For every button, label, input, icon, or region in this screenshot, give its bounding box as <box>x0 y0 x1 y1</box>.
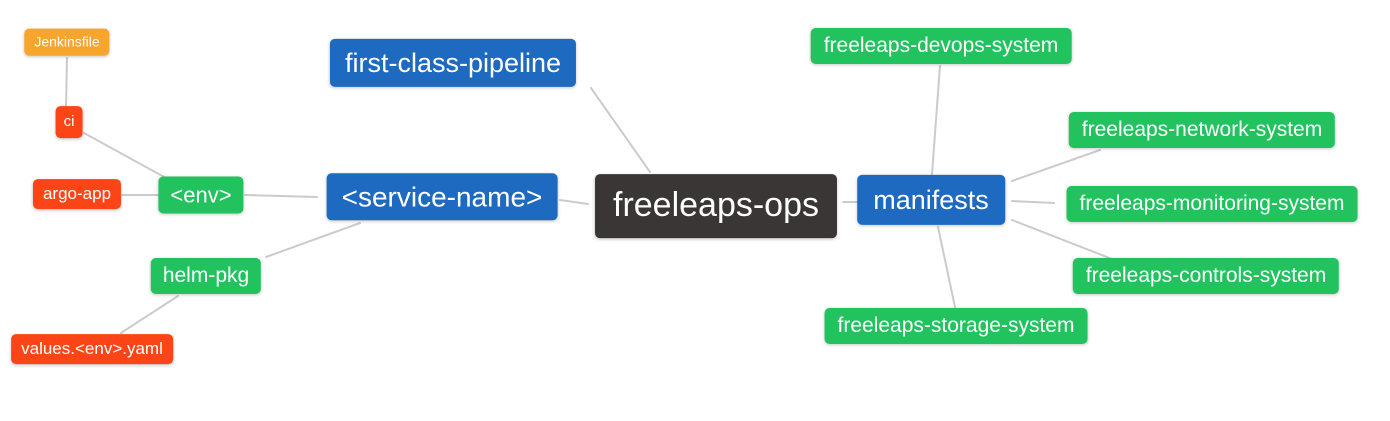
node-ci[interactable]: ci <box>55 106 83 138</box>
edge-helmpkg-servicename <box>265 222 361 258</box>
edge-servicename-ops <box>559 199 589 205</box>
edge-values-helmpkg <box>120 295 179 334</box>
node-manifests[interactable]: manifests <box>857 174 1005 226</box>
edge-manifests-controls <box>1011 219 1113 260</box>
node-values-env-yaml[interactable]: values.<env>.yaml <box>11 334 173 364</box>
edge-pipeline-ops <box>590 87 651 173</box>
node-jenkinsfile[interactable]: Jenkinsfile <box>24 28 110 56</box>
node-helm-pkg[interactable]: helm-pkg <box>150 257 262 295</box>
edge-ci-env <box>83 132 167 179</box>
node-env[interactable]: <env> <box>158 176 244 214</box>
node-argo-app[interactable]: argo-app <box>32 179 122 209</box>
node-first-class-pipeline[interactable]: first-class-pipeline <box>329 38 577 88</box>
node-freeleaps-ops-root[interactable]: freeleaps-ops <box>594 174 838 238</box>
node-network-system[interactable]: freeleaps-network-system <box>1068 111 1336 149</box>
node-monitoring-system[interactable]: freeleaps-monitoring-system <box>1066 185 1358 223</box>
edge-manifests-monitoring <box>1011 200 1055 204</box>
node-service-name[interactable]: <service-name> <box>326 173 558 221</box>
node-storage-system[interactable]: freeleaps-storage-system <box>824 307 1088 345</box>
node-controls-system[interactable]: freeleaps-controls-system <box>1072 257 1340 295</box>
edge-env-servicename <box>244 194 318 198</box>
edge-manifests-network <box>1011 149 1101 182</box>
edge-manifests-devops <box>931 65 941 175</box>
node-devops-system[interactable]: freeleaps-devops-system <box>810 27 1072 65</box>
edge-manifests-storage <box>937 226 956 308</box>
edge-jenkinsfile-ci <box>65 57 68 107</box>
